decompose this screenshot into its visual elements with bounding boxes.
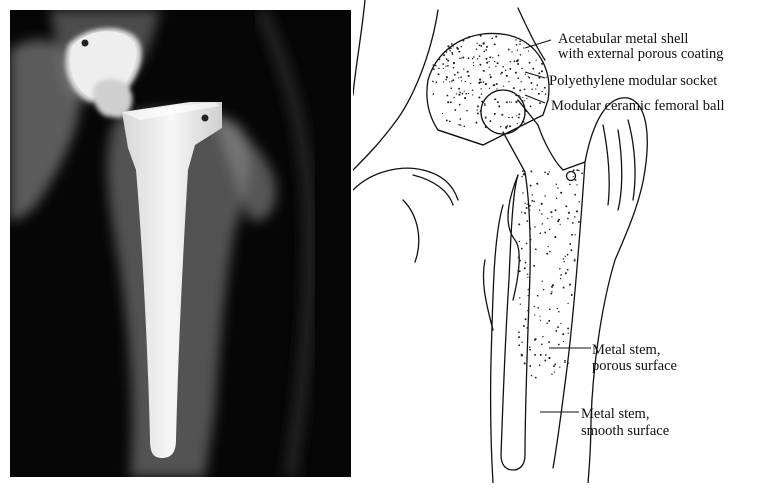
label-smooth-stem-line1: Metal stem, <box>581 407 649 422</box>
ceramic-ball-outline <box>481 90 525 134</box>
pelvis-outline-inner <box>403 200 419 262</box>
label-acetabular-shell-line2: with external porous coating <box>558 47 724 62</box>
pelvis-outline-left <box>353 10 438 170</box>
pelvis-right-edge <box>518 8 545 60</box>
pelvis-outline-upper <box>353 0 365 95</box>
label-acetabular-shell-line1: Acetabular metal shell <box>558 32 688 47</box>
xray-image <box>10 10 351 477</box>
label-porous-stem-line1: Metal stem, <box>592 343 660 358</box>
label-ceramic-ball: Modular ceramic femoral ball <box>551 99 725 114</box>
ischium-outline <box>413 175 453 205</box>
label-polyethylene-socket: Polyethylene modular socket <box>549 74 717 89</box>
label-porous-stem-line2: porous surface <box>592 359 677 374</box>
stem-outline-right <box>518 100 585 468</box>
femur-lesser-trochanter <box>508 175 519 300</box>
leader-ceramic-ball <box>525 95 545 103</box>
pelvis-outline-lower <box>353 168 458 200</box>
label-smooth-stem-line2: smooth surface <box>581 424 669 439</box>
stem-hole <box>567 172 576 181</box>
